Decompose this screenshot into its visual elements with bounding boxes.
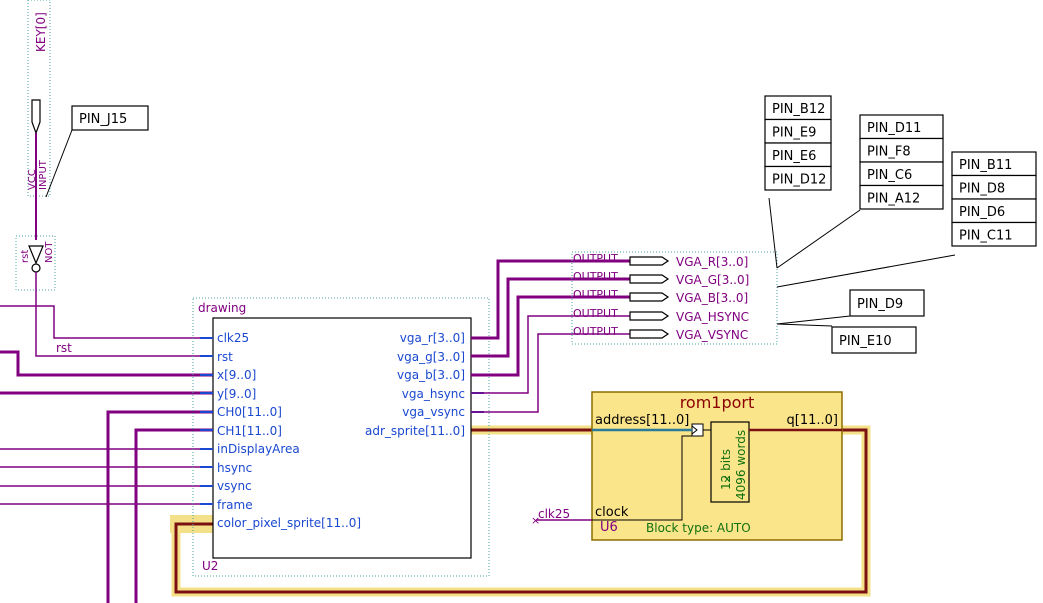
pin-label: PIN_E6 bbox=[772, 149, 816, 164]
pin-assignment-pin_c6[interactable]: PIN_C6 bbox=[859, 161, 944, 187]
output-pin-name: VGA_G[3..0] bbox=[676, 273, 749, 287]
rom-clock-wire: × clk25 bbox=[531, 507, 592, 527]
key-vcc-label: VCC bbox=[27, 169, 38, 190]
pin-label: PIN_D12 bbox=[772, 173, 826, 188]
pin-label: PIN_C11 bbox=[959, 229, 1013, 244]
output-pin-shape bbox=[629, 256, 670, 266]
output-pin-name: VGA_VSYNC bbox=[676, 328, 748, 342]
not-gate-name: rst bbox=[20, 250, 31, 263]
pin-assignment-pin_d8[interactable]: PIN_D8 bbox=[951, 174, 1037, 200]
output-pin-1[interactable]: OUTPUT VGA_G[3..0] bbox=[573, 270, 749, 287]
output-pin-type: OUTPUT bbox=[573, 325, 618, 338]
pin-j15-label: PIN_J15 bbox=[79, 112, 127, 127]
not-gate-rst[interactable]: rst NOT bbox=[15, 235, 56, 352]
output-pin-type: OUTPUT bbox=[573, 270, 618, 283]
output-pin-2[interactable]: OUTPUT VGA_B[3..0] bbox=[573, 288, 748, 305]
clk25-wire-label: clk25 bbox=[538, 507, 570, 521]
port-vga-b[interactable]: vga_b[3..0] bbox=[397, 368, 465, 382]
port-vsync[interactable]: vsync bbox=[217, 479, 252, 493]
pin-label: PIN_D11 bbox=[867, 121, 921, 136]
pin-label: PIN_D8 bbox=[959, 182, 1005, 197]
not-gate-type: NOT bbox=[44, 241, 55, 263]
output-pin-type: OUTPUT bbox=[573, 252, 618, 265]
port-y[interactable]: y[9..0] bbox=[217, 387, 256, 401]
output-pin-type: OUTPUT bbox=[573, 288, 618, 301]
key-input-pin[interactable]: KEY[0] VCC INPUT bbox=[27, 0, 51, 240]
port-ch0[interactable]: CH0[11..0] bbox=[217, 405, 282, 419]
rom-x-mark: x bbox=[724, 472, 731, 485]
output-pin-shape bbox=[629, 274, 670, 284]
pin-assignment-pin_c11[interactable]: PIN_C11 bbox=[951, 221, 1037, 247]
output-pin-shape bbox=[629, 329, 670, 339]
port-ch1[interactable]: CH1[11..0] bbox=[217, 424, 282, 438]
pin-label: PIN_E9 bbox=[772, 126, 816, 141]
drawing-block[interactable]: drawing U2 clk25 rst x[9..0] y[9..0] CH0… bbox=[192, 297, 490, 577]
pin-label: PIN_F8 bbox=[867, 145, 911, 160]
port-frame[interactable]: frame bbox=[217, 498, 253, 512]
pin-assignment-pin_b11[interactable]: PIN_B11 bbox=[951, 151, 1037, 177]
pin-label: PIN_E10 bbox=[839, 334, 892, 349]
key-input-name: KEY[0] bbox=[34, 12, 48, 52]
port-vga-r[interactable]: vga_r[3..0] bbox=[400, 331, 465, 345]
pin-assignment-pin_b12[interactable]: PIN_B12 bbox=[764, 95, 832, 121]
port-vga-g[interactable]: vga_g[3..0] bbox=[397, 350, 465, 364]
port-clk25[interactable]: clk25 bbox=[217, 331, 249, 345]
pin-label: PIN_C6 bbox=[867, 168, 912, 183]
port-vga-vsync[interactable]: vga_vsync bbox=[402, 405, 465, 419]
output-pin-4[interactable]: OUTPUT VGA_VSYNC bbox=[573, 325, 748, 342]
port-vga-hsync[interactable]: vga_hsync bbox=[402, 387, 465, 401]
port-hsync[interactable]: hsync bbox=[217, 461, 252, 475]
port-adr-sprite[interactable]: adr_sprite[11..0] bbox=[365, 424, 465, 438]
pin-assignment-pin_d12[interactable]: PIN_D12 bbox=[764, 165, 832, 191]
rom1port-block[interactable]: rom1port address[11..0] q[11..0] clock U… bbox=[591, 391, 843, 541]
output-pin-0[interactable]: OUTPUT VGA_R[3..0] bbox=[573, 252, 748, 269]
key-input-type: INPUT bbox=[38, 159, 49, 190]
input-wires bbox=[0, 305, 213, 603]
pin-assignment-pin_d6[interactable]: PIN_D6 bbox=[951, 198, 1037, 224]
rst-wire-label: rst bbox=[56, 341, 72, 355]
pin-assignment-pin_f8[interactable]: PIN_F8 bbox=[859, 137, 944, 163]
pin-assignment-hsync[interactable]: PIN_D9 bbox=[849, 289, 925, 317]
output-pins[interactable] bbox=[571, 251, 778, 345]
pin-assignment-vsync[interactable]: PIN_E10 bbox=[831, 326, 917, 354]
pin-assignment-pin_a12[interactable]: PIN_A12 bbox=[859, 184, 944, 210]
drawing-title: drawing bbox=[198, 301, 246, 315]
rom-clock-port[interactable]: clock bbox=[595, 505, 629, 520]
port-indisplayarea[interactable]: inDisplayArea bbox=[217, 442, 300, 456]
pin-assignment-pin_d11[interactable]: PIN_D11 bbox=[859, 114, 944, 140]
drawing-instance: U2 bbox=[202, 559, 218, 573]
pin-assignment-pin_e6[interactable]: PIN_E6 bbox=[764, 142, 832, 168]
pin-leader-lines bbox=[768, 197, 956, 327]
pin-label: PIN_B11 bbox=[959, 158, 1012, 173]
output-pin-type: OUTPUT bbox=[573, 307, 618, 320]
output-wires bbox=[471, 259, 630, 413]
port-color-pixel-sprite[interactable]: color_pixel_sprite[11..0] bbox=[217, 516, 361, 530]
output-pin-name: VGA_B[3..0] bbox=[676, 291, 748, 305]
output-pin-name: VGA_R[3..0] bbox=[676, 255, 748, 269]
pin-label: PIN_B12 bbox=[772, 102, 825, 117]
rom-bits: 12 bits bbox=[719, 449, 733, 490]
output-pin-3[interactable]: OUTPUT VGA_HSYNC bbox=[573, 307, 749, 324]
pin-callout-j15[interactable]: PIN_J15 bbox=[45, 105, 149, 198]
rom-title: rom1port bbox=[680, 393, 755, 412]
pin-label: PIN_A12 bbox=[867, 192, 920, 207]
output-pin-shape bbox=[629, 311, 670, 321]
pin-assignment-pin_e9[interactable]: PIN_E9 bbox=[764, 118, 832, 144]
port-rst[interactable]: rst bbox=[217, 350, 233, 364]
rom-words: 4096 words bbox=[734, 430, 748, 500]
rom-instance: U6 bbox=[600, 520, 618, 535]
rom-address-port[interactable]: address[11..0] bbox=[595, 413, 689, 428]
pin-label: PIN_D9 bbox=[857, 297, 903, 312]
port-x[interactable]: x[9..0] bbox=[217, 368, 256, 382]
pin-label: PIN_D6 bbox=[959, 205, 1005, 220]
rom-block-type: Block type: AUTO bbox=[646, 521, 751, 535]
rom-q-port[interactable]: q[11..0] bbox=[787, 413, 838, 428]
output-pin-name: VGA_HSYNC bbox=[676, 310, 749, 324]
clk25-dangling-mark: × bbox=[531, 514, 540, 527]
output-pin-shape bbox=[629, 292, 670, 302]
